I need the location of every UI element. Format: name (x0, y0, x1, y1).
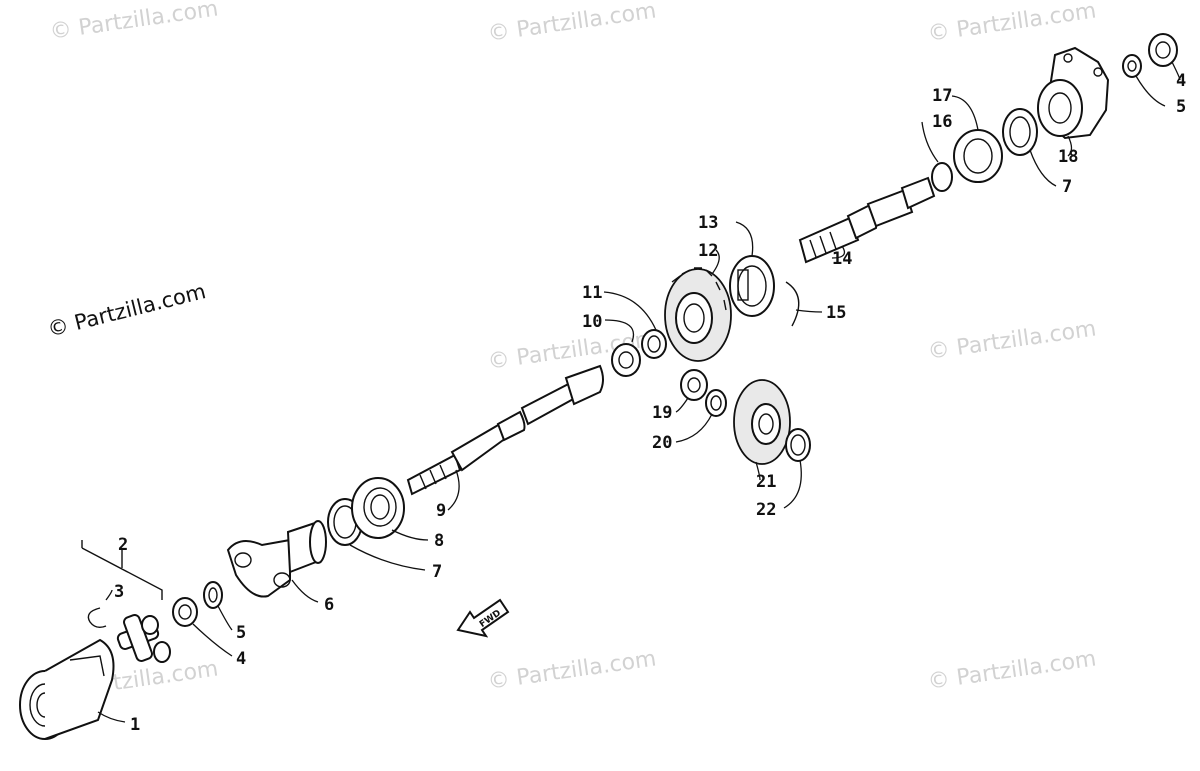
callout-22: 22 (756, 500, 776, 520)
leader-lines (97, 61, 1181, 723)
callout-2: 2 (118, 535, 128, 555)
part-1-yoke (19, 638, 115, 740)
part-13-bearing (729, 255, 775, 317)
callout-10: 10 (582, 312, 602, 332)
part-11-washer (641, 329, 667, 359)
callout-8: 8 (434, 531, 444, 551)
callout-14: 14 (832, 249, 852, 269)
part-18-hub (1037, 46, 1110, 140)
callout-20: 20 (652, 433, 672, 453)
part-9-shaft (406, 364, 604, 496)
callout-7-upper: 7 (1062, 177, 1072, 197)
callout-15: 15 (826, 303, 846, 323)
part-7-seal-upper (1002, 108, 1038, 156)
callout-labels: 1 2 3 4 5 6 7 8 9 10 11 12 13 14 15 16 1… (114, 71, 1186, 735)
callout-5: 5 (236, 623, 246, 643)
callout-16: 16 (932, 112, 952, 132)
callout-7: 7 (432, 562, 442, 582)
part-16-o-ring (931, 162, 953, 192)
part-21-pinion-gear (733, 379, 791, 465)
callout-17: 17 (932, 86, 952, 106)
callout-19: 19 (652, 403, 672, 423)
part-5-washer-upper (1122, 54, 1142, 78)
part-2-universal-joint (81, 540, 171, 663)
callout-12: 12 (698, 241, 718, 261)
part-4-nut-upper (1148, 33, 1178, 67)
callout-9: 9 (436, 501, 446, 521)
part-12-ring-gear (664, 267, 732, 362)
callout-6: 6 (324, 595, 334, 615)
callout-5-upper: 5 (1176, 97, 1186, 117)
callout-4: 4 (236, 649, 246, 669)
callout-4-upper: 4 (1176, 71, 1186, 91)
part-6-yoke (226, 520, 327, 598)
part-4-nut (172, 597, 198, 627)
part-5-washer (203, 581, 223, 609)
part-17-seal (953, 129, 1003, 183)
callout-11: 11 (582, 283, 602, 303)
forward-direction-arrow: FWD (456, 598, 510, 638)
part-8-bearing (351, 477, 405, 539)
part-22-shim (785, 428, 811, 462)
callout-18: 18 (1058, 147, 1078, 167)
callout-21: 21 (756, 472, 776, 492)
part-14-shaft (798, 176, 936, 264)
part-3-clip (87, 607, 107, 629)
callout-3: 3 (114, 582, 124, 602)
part-10-nut (611, 343, 641, 377)
part-15-snap-ring (785, 281, 800, 327)
part-19-nut (680, 369, 708, 401)
callout-13: 13 (698, 213, 718, 233)
callout-1: 1 (130, 715, 140, 735)
part-20-washer (705, 389, 727, 417)
